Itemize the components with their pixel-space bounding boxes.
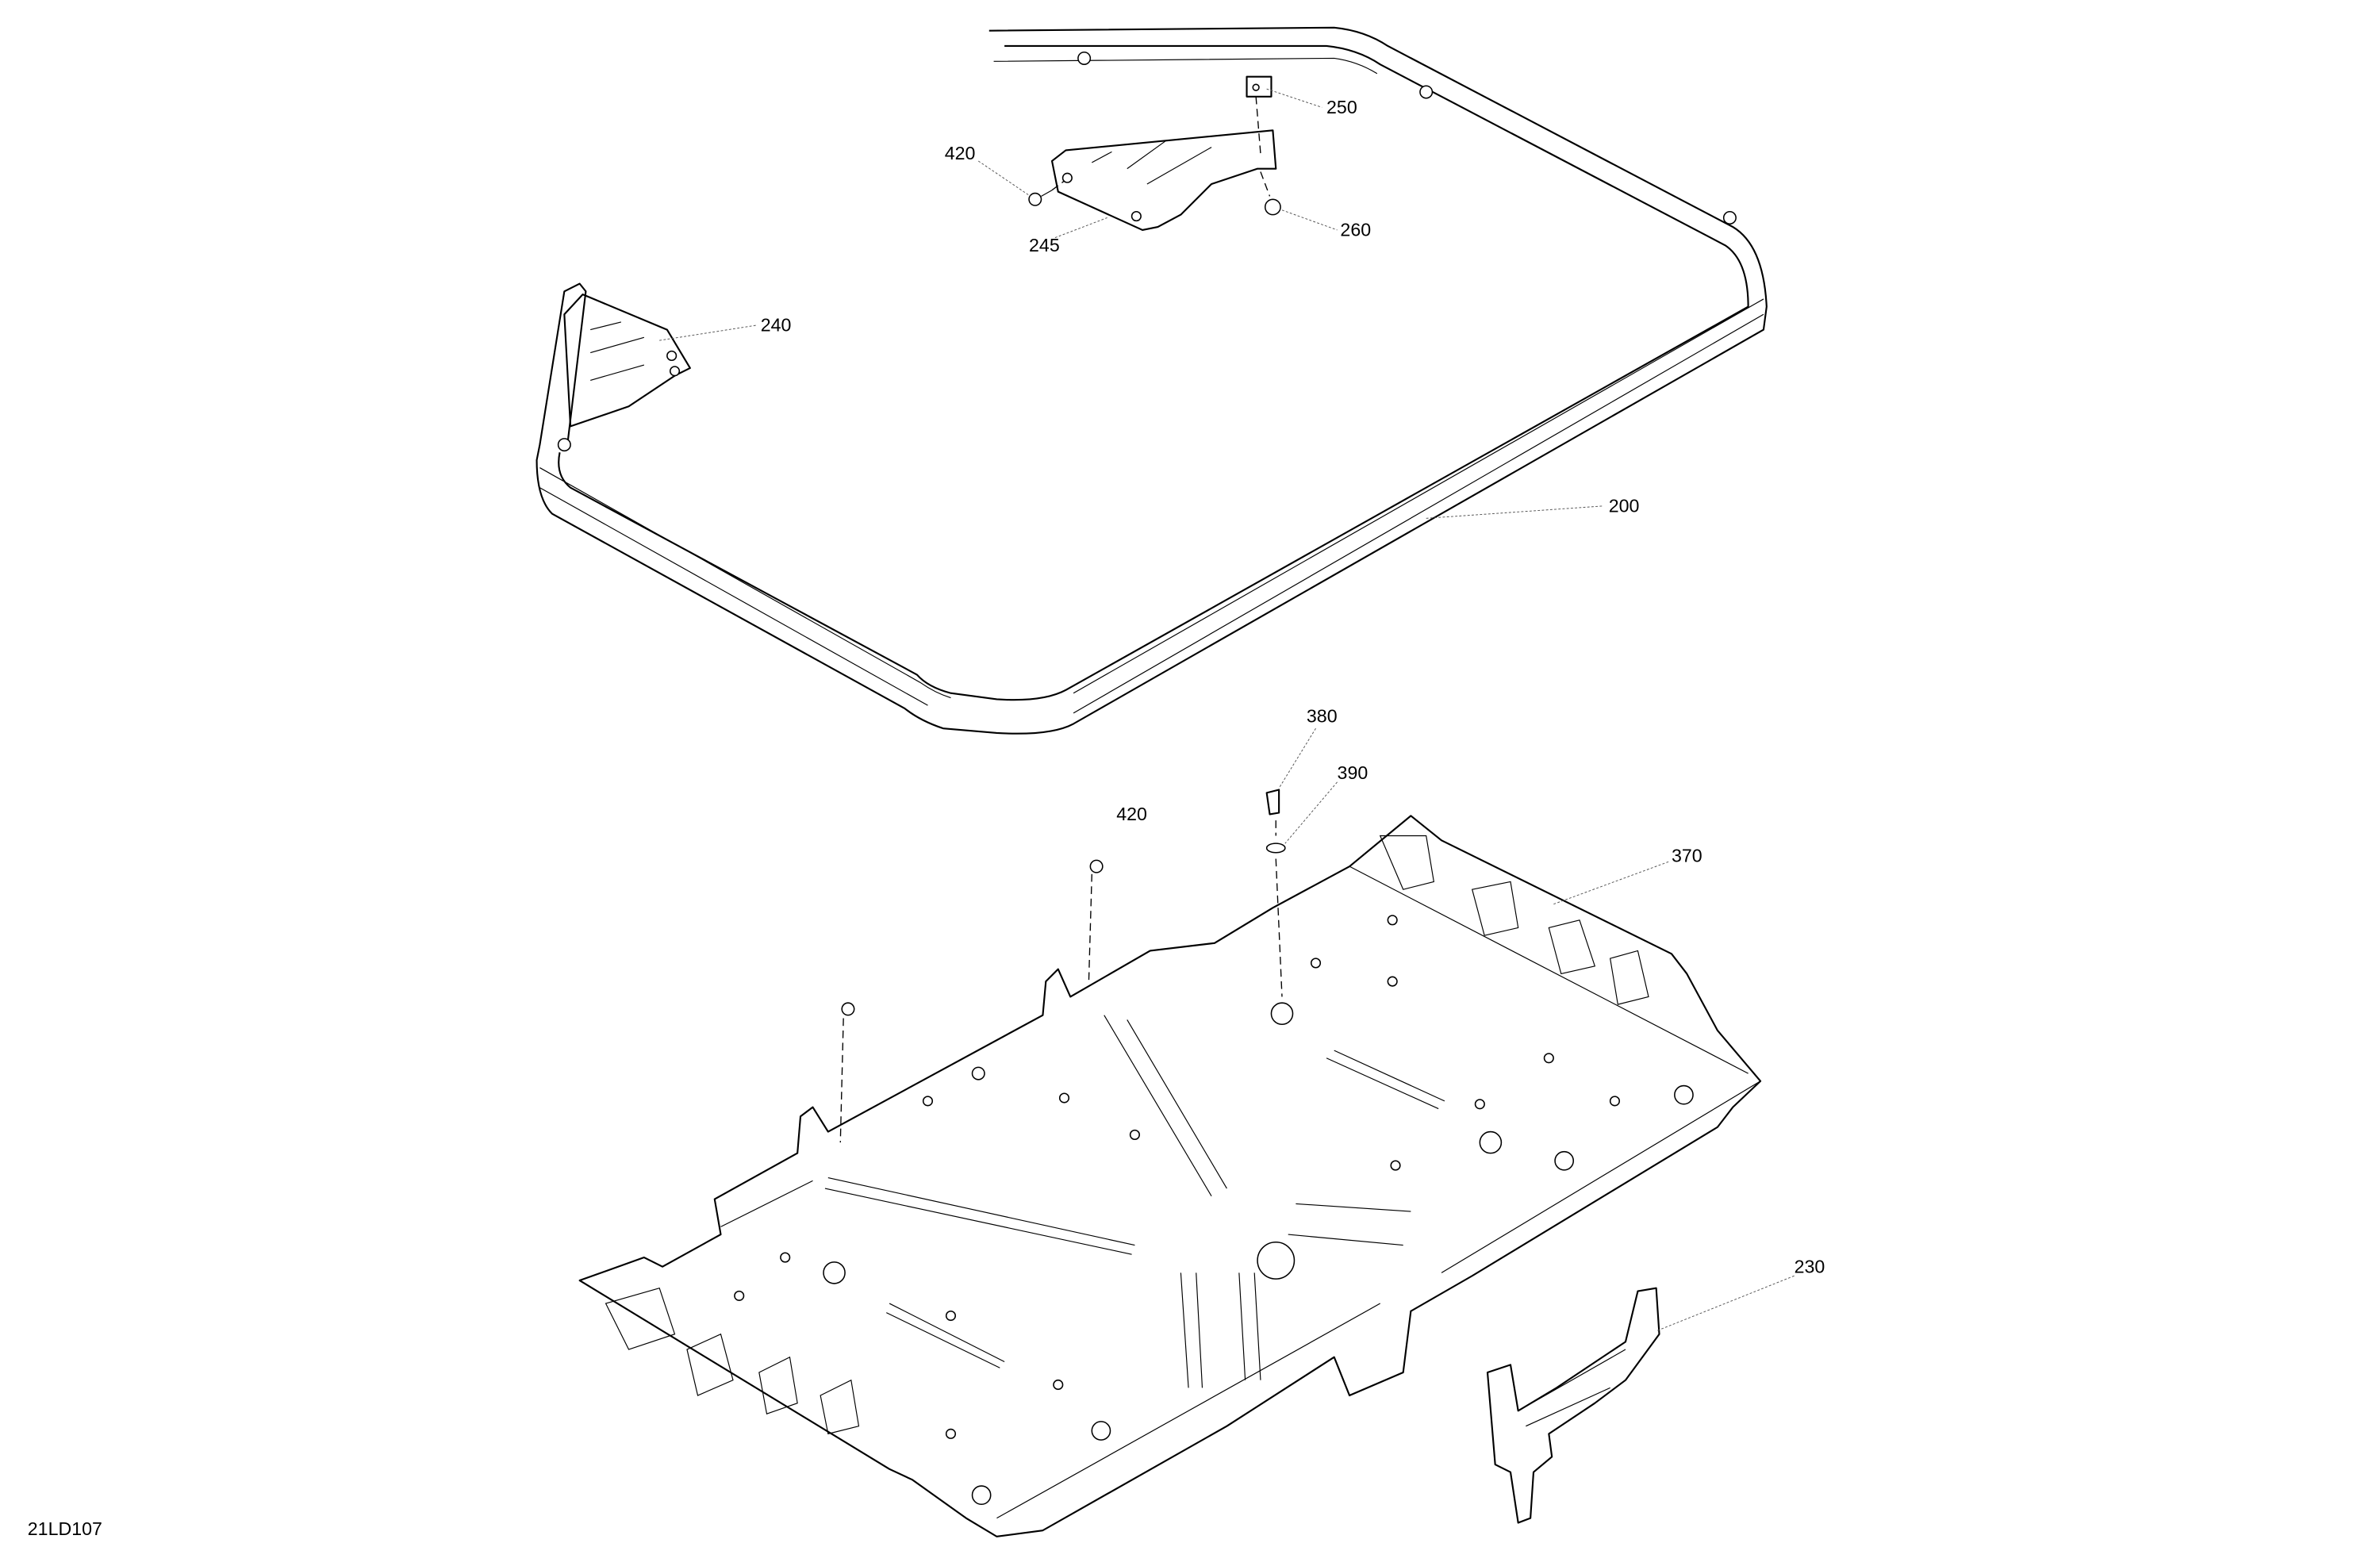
rail-frame-200 <box>536 26 1768 735</box>
bracket-245 <box>1050 129 1277 232</box>
callout-380: 380 <box>1307 705 1338 726</box>
screw-380 <box>1265 789 1283 997</box>
washer-390 <box>1265 843 1286 854</box>
bracket-230 <box>1486 1287 1660 1524</box>
screw-420-bottom <box>1088 859 1104 982</box>
callout-245: 245 <box>1029 235 1060 255</box>
callout-230: 230 <box>1795 1256 1825 1276</box>
callout-240: 240 <box>761 315 792 336</box>
callout-420-lower: 420 <box>1116 804 1147 824</box>
callout-420: 420 <box>945 143 976 163</box>
bracket-240 <box>563 294 691 428</box>
screw-260 <box>1264 198 1281 216</box>
callout-260: 260 <box>1340 220 1371 240</box>
callout-390: 390 <box>1338 762 1368 783</box>
callout-370: 370 <box>1672 845 1702 866</box>
nut-250 <box>1246 75 1273 98</box>
callout-250: 250 <box>1326 97 1357 117</box>
callout-200: 200 <box>1609 496 1640 516</box>
screw-bottom-left <box>839 1002 855 1143</box>
screw-420-top <box>1028 180 1065 206</box>
cargo-pan-370 <box>578 815 1762 1537</box>
diagram-id: 21LD107 <box>28 1518 102 1539</box>
